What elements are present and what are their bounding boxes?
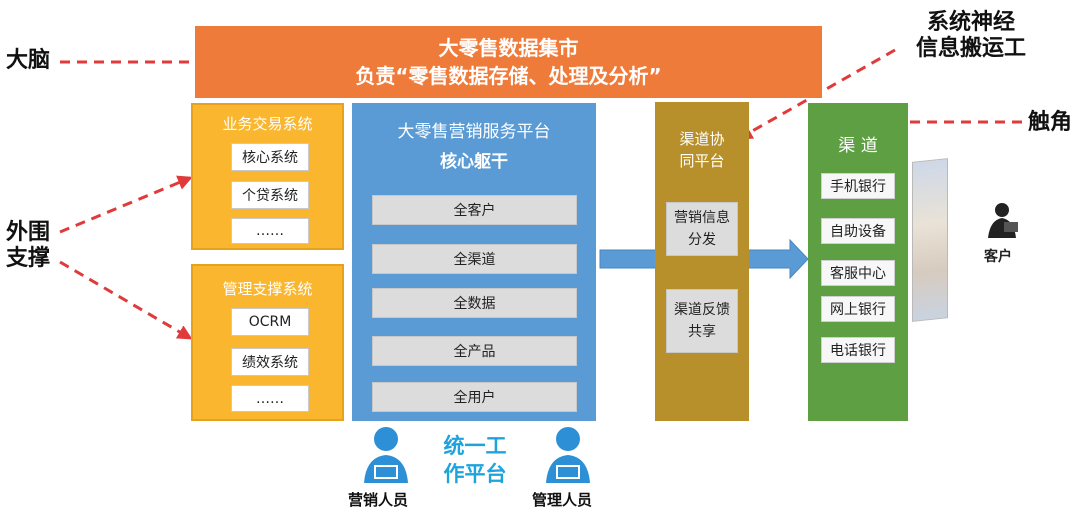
- channel-item-callcenter: 客服中心: [821, 260, 895, 286]
- management-item-more: ……: [231, 385, 309, 412]
- banner-title: 大零售数据集市: [438, 36, 579, 60]
- business-item-loan: 个贷系统: [231, 181, 309, 209]
- channel-item-atm: 自助设备: [821, 218, 895, 244]
- business-item-more: ……: [231, 218, 309, 244]
- business-item-core: 核心系统: [231, 143, 309, 171]
- collab-title-line1: 渠道协: [679, 130, 725, 148]
- platform-item-channel: 全渠道: [372, 244, 577, 274]
- platform-item-product: 全产品: [372, 336, 577, 366]
- collab-item2-line2: 共享: [688, 324, 716, 340]
- nerve-label-line1: 系统神经: [926, 10, 1015, 35]
- collab-title-line2: 同平台: [679, 152, 725, 170]
- collab-item-feedback: 渠道反馈 共享: [666, 289, 738, 353]
- platform-title: 大零售营销服务平台: [397, 122, 551, 142]
- channel-item-mobile: 手机银行: [821, 173, 895, 199]
- channel-item-online: 网上银行: [821, 296, 895, 322]
- kiosk-image: [912, 158, 948, 322]
- collab-item1-line2: 分发: [688, 232, 716, 248]
- periphery-label-line1: 外围: [6, 220, 51, 245]
- brain-label: 大脑: [6, 48, 51, 73]
- workbench-line2: 作平台: [443, 462, 507, 486]
- customer-label: 客户: [984, 249, 1012, 265]
- banner-subtitle: 负责“零售数据存储、处理及分析”: [355, 64, 662, 88]
- marketing-platform-box: 大零售营销服务平台 核心躯干 全客户 全渠道 全数据 全产品 全用户: [352, 103, 596, 421]
- periphery-arrow-lower: [59, 260, 193, 340]
- collab-item-distribution: 营销信息 分发: [666, 202, 738, 256]
- tentacle-label: 触角: [1028, 110, 1073, 135]
- collab-item1-line1: 营销信息: [674, 210, 730, 226]
- management-staff-label: 管理人员: [532, 491, 593, 509]
- marketing-staff-icon: [364, 427, 408, 483]
- data-mart-banner: 大零售数据集市 负责“零售数据存储、处理及分析”: [195, 26, 822, 98]
- unified-workbench-label: 统一工 作平台: [430, 432, 520, 488]
- management-item-performance: 绩效系统: [231, 348, 309, 376]
- channel-title: 渠 道: [838, 136, 878, 156]
- platform-subtitle: 核心躯干: [440, 152, 508, 172]
- collab-title: 渠道协 同平台: [655, 128, 749, 172]
- collab-item2-line1: 渠道反馈: [674, 302, 730, 318]
- business-system-box: 业务交易系统 核心系统 个贷系统 ……: [191, 103, 344, 250]
- business-system-title: 业务交易系统: [222, 115, 313, 133]
- periphery-arrow-upper: [59, 175, 193, 234]
- management-system-box: 管理支撑系统 OCRM 绩效系统 ……: [191, 264, 344, 421]
- customer-icon: [988, 203, 1018, 238]
- platform-item-data: 全数据: [372, 288, 577, 318]
- periphery-label-line2: 支撑: [6, 246, 51, 271]
- marketing-staff-label: 营销人员: [348, 491, 409, 509]
- platform-item-customer: 全客户: [372, 195, 577, 225]
- workbench-line1: 统一工: [443, 434, 507, 458]
- periphery-label: 外围 支撑: [6, 220, 50, 272]
- management-item-ocrm: OCRM: [231, 308, 309, 336]
- management-staff-icon: [546, 427, 590, 483]
- nerve-label: 系统神经 信息搬运工: [896, 10, 1046, 62]
- channel-collab-box: 渠道协 同平台 营销信息 分发 渠道反馈 共享: [655, 102, 749, 421]
- channel-item-phone: 电话银行: [821, 337, 895, 363]
- channel-box: 渠 道 手机银行 自助设备 客服中心 网上银行 电话银行: [808, 103, 908, 421]
- management-system-title: 管理支撑系统: [222, 280, 313, 298]
- nerve-label-line2: 信息搬运工: [915, 36, 1026, 61]
- platform-item-user: 全用户: [372, 382, 577, 412]
